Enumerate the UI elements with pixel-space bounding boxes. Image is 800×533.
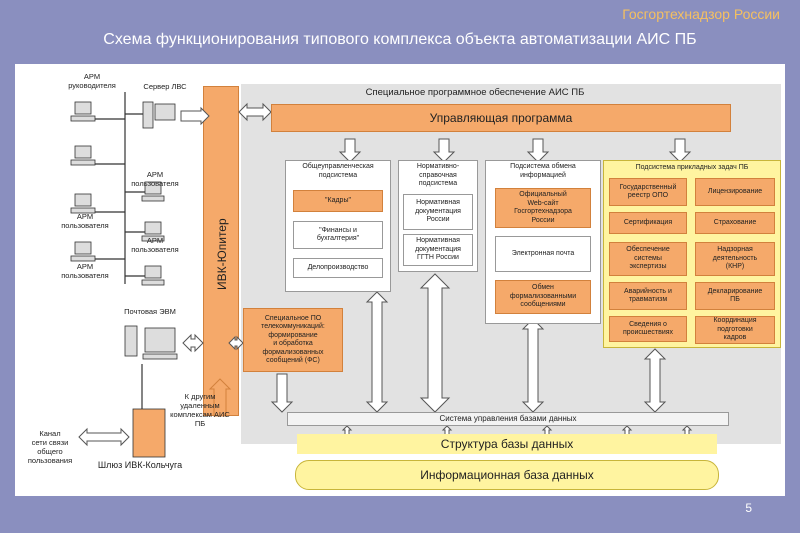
applied-subsystem-head: Подсистема прикладных задач ПБ bbox=[635, 164, 749, 171]
arm-user-label: АРМ пользователя bbox=[61, 262, 109, 280]
exchange-subsystem-head: Подсистема обмена информацией bbox=[510, 163, 576, 179]
page-title: Схема функционирования типового комплекс… bbox=[103, 31, 697, 48]
gateway-label: Шлюз ИВК-Кольчуга bbox=[97, 460, 183, 470]
brand-label: Госгортехнадзор России bbox=[622, 6, 780, 22]
dbms-bar: Система управления базами данных bbox=[287, 412, 729, 426]
task-item: Сведения о происшествиях bbox=[609, 316, 687, 342]
task-item: Государственный реестр ОПО bbox=[609, 178, 687, 206]
task-item: Аварийность и травматизм bbox=[609, 282, 687, 310]
arm-user-label: АРМ пользователя bbox=[131, 236, 179, 254]
channel-label: Канал сети связи общего пользования bbox=[27, 429, 73, 465]
general-subsystem-head: Общеуправленческая подсистема bbox=[302, 163, 374, 179]
diagram-panel: ИВК-Юпитер bbox=[15, 64, 785, 496]
subsystem-item: "Финансы и бухгалтерия" bbox=[293, 221, 383, 249]
subsystem-item: "Кадры" bbox=[293, 190, 383, 212]
subsystem-item: Делопроизводство bbox=[293, 258, 383, 278]
ivk-bar bbox=[203, 86, 239, 416]
channel-arrow bbox=[78, 427, 130, 447]
diagram-lines bbox=[70, 92, 693, 458]
mail-label: Почтовая ЭВМ bbox=[124, 307, 176, 316]
arm-user-label: АРМ пользователя bbox=[131, 170, 179, 188]
page-number: 5 bbox=[745, 501, 752, 515]
arm-user-label: АРМ пользователя bbox=[61, 212, 109, 230]
task-item: Обеспечение системы экспертизы bbox=[609, 242, 687, 276]
normative-subsystem-head: Нормативно- справочная подсистема bbox=[416, 163, 460, 187]
subsystem-item: Нормативная документация России bbox=[403, 194, 473, 230]
software-title: Специальное программное обеспечение АИС … bbox=[365, 87, 585, 98]
telecom-software: Специальное ПО телекоммуникаций: формиро… bbox=[243, 308, 343, 372]
task-item: Лицензирование bbox=[695, 178, 775, 206]
gateway-device bbox=[132, 408, 166, 458]
other-complexes-label: К другим удаленным комплексам АИС ПБ bbox=[170, 392, 230, 428]
task-item: Надзорная деятельность (КНР) bbox=[695, 242, 775, 276]
subsystem-item: Обмен формализованными сообщениями bbox=[495, 280, 591, 314]
subsystem-item: Нормативная документация ГГТН России bbox=[403, 234, 473, 266]
db-structure-bar: Структура базы данных bbox=[297, 434, 717, 454]
ivk-to-control-arrow bbox=[238, 102, 272, 122]
subsystem-item: Официальный Web-сайт Госгортехнадзора Ро… bbox=[495, 188, 591, 228]
mail-tower bbox=[124, 325, 138, 357]
task-item: Страхование bbox=[695, 212, 775, 234]
control-program: Управляющая программа bbox=[271, 104, 731, 132]
task-item: Координация подготовки кадров bbox=[695, 316, 775, 344]
task-item: Декларирование ПБ bbox=[695, 282, 775, 310]
task-item: Сертификация bbox=[609, 212, 687, 234]
arm-head-monitor bbox=[74, 101, 92, 115]
info-database: Информационная база данных bbox=[295, 460, 719, 490]
arm-head-label: АРМ руководителя bbox=[68, 72, 116, 90]
server-tower bbox=[142, 101, 154, 129]
server-label: Сервер ЛВС bbox=[143, 82, 187, 91]
subsystem-item: Электронная почта bbox=[495, 236, 591, 272]
